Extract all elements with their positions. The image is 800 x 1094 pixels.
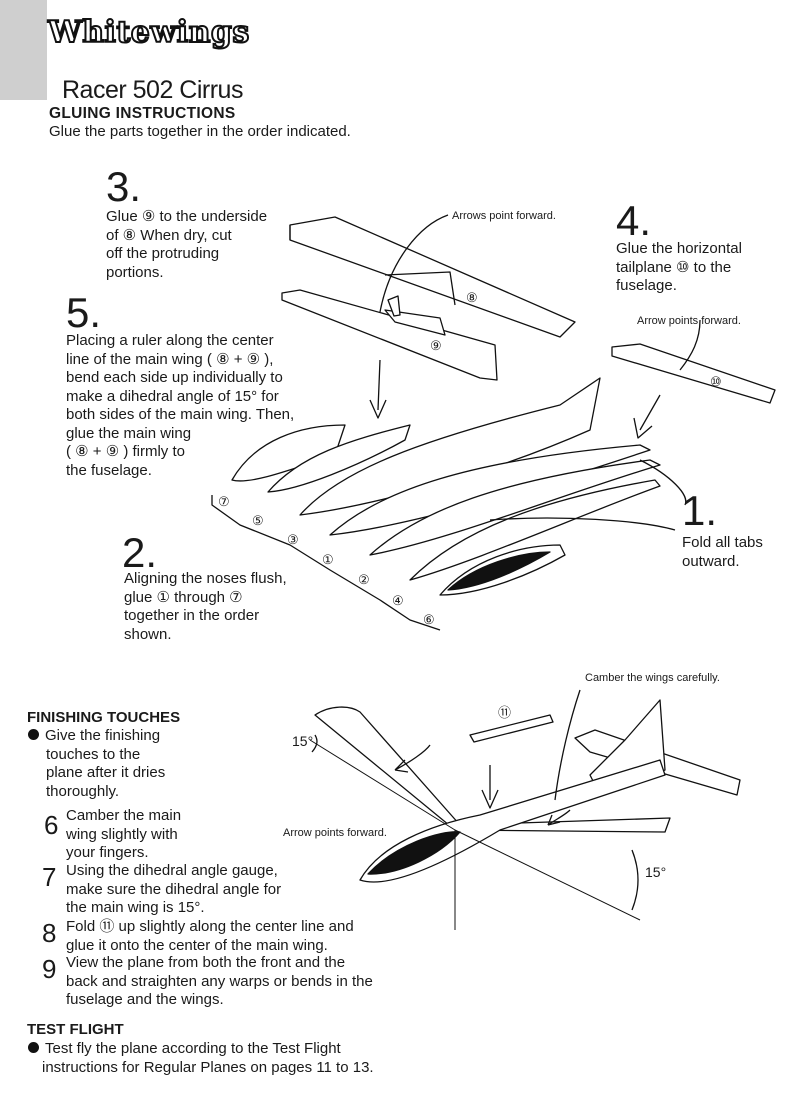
bullet-icon bbox=[28, 1042, 39, 1053]
model-title: Racer 502 Cirrus bbox=[62, 76, 243, 104]
brand-logo: Whitewings bbox=[47, 15, 250, 50]
layer-3-label: ③ bbox=[287, 532, 299, 547]
step-5-line: glue the main wing bbox=[66, 424, 192, 442]
layer-5-label: ⑤ bbox=[252, 513, 264, 528]
step-9-text: View the plane from both the front and t… bbox=[66, 954, 373, 1010]
gluing-instructions-title: GLUING INSTRUCTIONS bbox=[49, 105, 236, 122]
step-4-line: tailplane ⑩ to the bbox=[616, 258, 732, 276]
layer-2-label: ② bbox=[358, 572, 370, 587]
part-8-label: ⑧ bbox=[466, 290, 478, 305]
step-7-line: Using the dihedral angle gauge, bbox=[66, 862, 278, 879]
step-4-line: Glue the horizontal bbox=[616, 240, 742, 257]
step-2-line: shown. bbox=[124, 625, 172, 643]
step-1-number: 1. bbox=[682, 487, 718, 534]
step-3-line: Glue ⑨ to the underside bbox=[106, 208, 268, 225]
step-9-line: back and straighten any warps or bends i… bbox=[66, 972, 373, 990]
label-camber: Camber the wings carefully. bbox=[585, 672, 720, 684]
step-9-line: View the plane from both the front and t… bbox=[66, 954, 346, 971]
step-1-line: Fold all tabs bbox=[682, 534, 763, 551]
layer-1-label: ① bbox=[322, 552, 334, 567]
layer-4-label: ④ bbox=[392, 593, 404, 608]
plane-main-wing bbox=[314, 706, 671, 833]
step-7-line: make sure the dihedral angle for bbox=[66, 880, 282, 898]
label-angle-right: 15° bbox=[645, 864, 667, 880]
test-flight-title: TEST FLIGHT bbox=[27, 1021, 124, 1038]
test-flight-line: instructions for Regular Planes on pages… bbox=[42, 1058, 374, 1076]
step-2-line: together in the order bbox=[124, 607, 260, 624]
step-8-line: Fold ⑪ up slightly along the center line… bbox=[66, 918, 354, 935]
step-1-text: Fold all tabs outward. bbox=[682, 534, 763, 571]
step-7-text: Using the dihedral angle gauge, make sur… bbox=[66, 862, 281, 918]
step-3-line: of ⑧ When dry, cut bbox=[106, 226, 232, 244]
step-3-line: off the protruding bbox=[106, 245, 220, 262]
step-4-number: 4. bbox=[616, 197, 652, 244]
step-5-text: Placing a ruler along the center line of… bbox=[66, 332, 294, 480]
label-arrow-forward-tail: Arrow points forward. bbox=[637, 315, 741, 327]
step-2-line: glue ① through ⑦ bbox=[124, 588, 243, 606]
step-5-line: make a dihedral angle of 15° for bbox=[66, 387, 279, 405]
label-arrows-forward-top: Arrows point forward. bbox=[452, 210, 556, 222]
label-arrow-forward-plane: Arrow points forward. bbox=[283, 827, 387, 839]
step-7-number: 7 bbox=[42, 862, 57, 892]
step-5-line: ( ⑧ + ⑨ ) firmly to bbox=[66, 443, 185, 460]
finishing-line: touches to the bbox=[46, 745, 141, 763]
step-3-text: Glue ⑨ to the underside of ⑧ When dry, c… bbox=[106, 208, 267, 282]
step-6-text: Camber the main wing slightly with your … bbox=[66, 807, 181, 863]
layer-7-label: ⑦ bbox=[218, 494, 230, 509]
step-6-line: your fingers. bbox=[66, 844, 149, 861]
step-2-number: 2. bbox=[122, 529, 158, 576]
finishing-line: Give the finishing bbox=[45, 727, 161, 744]
step-5-line: both sides of the main wing. Then, bbox=[66, 406, 295, 423]
finishing-line: thoroughly. bbox=[46, 782, 120, 800]
step-4-text: Glue the horizontal tailplane ⑩ to the f… bbox=[616, 240, 742, 296]
part-9-label: ⑨ bbox=[430, 338, 442, 353]
step-6-line: wing slightly with bbox=[66, 825, 178, 843]
step-8-number: 8 bbox=[42, 918, 57, 948]
label-angle-left: 15° bbox=[292, 733, 314, 749]
step-8-line: glue it onto the center of the main wing… bbox=[66, 936, 328, 954]
step-2-text: Aligning the noses flush, glue ① through… bbox=[124, 570, 287, 644]
step-6-line: Camber the main bbox=[66, 807, 182, 824]
step-7-line: the main wing is 15°. bbox=[66, 899, 205, 916]
part9-wing bbox=[281, 289, 498, 381]
step-1-line: outward. bbox=[682, 552, 740, 570]
step-5-line: bend each side up individually to bbox=[66, 369, 283, 386]
layer-6-label: ⑥ bbox=[423, 612, 435, 627]
step-5-line: line of the main wing ( ⑧ + ⑨ ), bbox=[66, 350, 274, 368]
finishing-line: plane after it dries bbox=[46, 764, 166, 781]
part-10-label: ⑩ bbox=[710, 374, 722, 389]
finishing-bullet: Give the finishing touches to the plane … bbox=[28, 727, 165, 801]
step-5-number: 5. bbox=[66, 289, 102, 336]
part-11-label: ⑪ bbox=[498, 705, 512, 720]
step-9-number: 9 bbox=[42, 954, 57, 984]
step-6-number: 6 bbox=[44, 810, 59, 840]
header-grey-tab bbox=[0, 0, 47, 100]
finishing-touches-title: FINISHING TOUCHES bbox=[27, 709, 181, 726]
test-flight-text: Test fly the plane according to the Test… bbox=[28, 1040, 374, 1077]
step-8-text: Fold ⑪ up slightly along the center line… bbox=[66, 918, 354, 955]
bullet-icon bbox=[28, 729, 39, 740]
step-3-line: portions. bbox=[106, 263, 164, 281]
gluing-intro: Glue the parts together in the order ind… bbox=[49, 123, 351, 140]
test-flight-line: Test fly the plane according to the Test… bbox=[45, 1040, 341, 1057]
step-5-line: the fuselage. bbox=[66, 461, 152, 479]
step-3-number: 3. bbox=[106, 163, 142, 210]
step-9-line: fuselage and the wings. bbox=[66, 991, 224, 1008]
step-4-line: fuselage. bbox=[616, 277, 677, 294]
part10-tailplane bbox=[611, 343, 776, 404]
step-2-line: Aligning the noses flush, bbox=[124, 570, 287, 587]
step-5-line: Placing a ruler along the center bbox=[66, 332, 274, 349]
